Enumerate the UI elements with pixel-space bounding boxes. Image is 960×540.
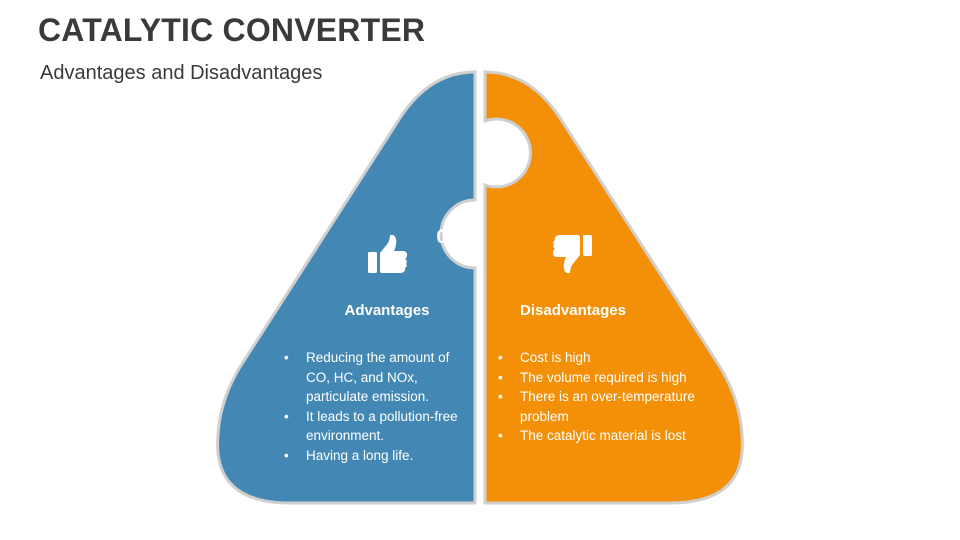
advantages-number: 02 xyxy=(436,227,457,248)
advantages-heading: Advantages xyxy=(344,302,430,319)
disadvantages-list: Cost is high The volume required is high… xyxy=(496,348,714,446)
disadvantages-heading: Disadvantages xyxy=(520,302,626,319)
page-title: CATALYTIC CONVERTER xyxy=(38,12,426,48)
list-item: There is an over-temperature problem xyxy=(498,387,714,426)
thumbs-up-icon xyxy=(368,234,407,273)
list-item: Cost is high xyxy=(498,348,714,368)
thumbs-down-icon xyxy=(553,235,592,274)
list-item: It leads to a pollution-free environment… xyxy=(284,407,470,446)
list-item: Having a long life. xyxy=(284,446,470,466)
advantages-list: Reducing the amount of CO, HC, and NOx, … xyxy=(282,348,470,465)
disadvantages-number: 01 xyxy=(502,144,524,165)
list-item: The catalytic material is lost xyxy=(498,426,714,446)
page-subtitle: Advantages and Disadvantages xyxy=(40,62,323,84)
list-item: The volume required is high xyxy=(498,368,714,388)
list-item: Reducing the amount of CO, HC, and NOx, … xyxy=(284,348,470,407)
